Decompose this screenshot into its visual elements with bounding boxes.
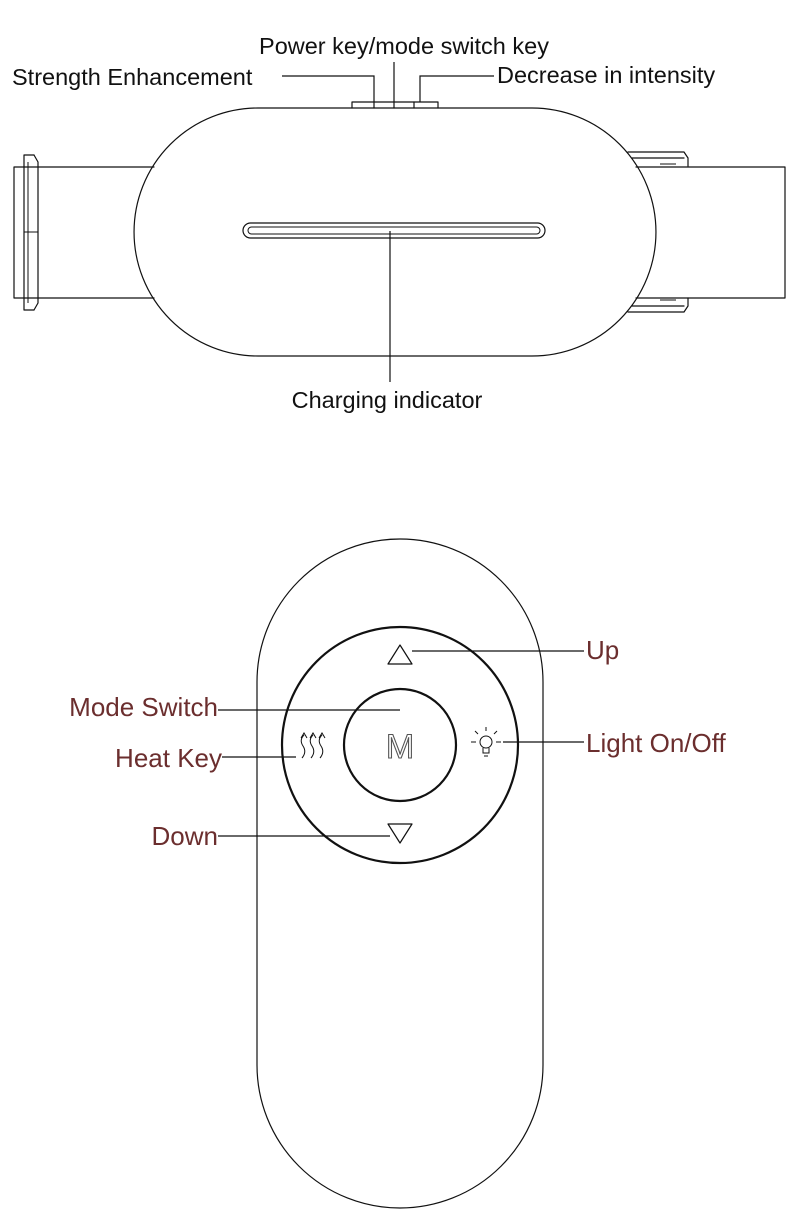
remote-leader-lines <box>218 650 584 837</box>
control-ring <box>280 625 520 865</box>
down-triangle-icon[interactable] <box>387 823 413 844</box>
remote-body <box>256 538 544 1209</box>
left-strap <box>13 154 155 311</box>
heat-waves-icon[interactable] <box>300 732 326 759</box>
device-body <box>133 107 657 357</box>
decrease-intensity-label: Decrease in intensity <box>497 62 715 88</box>
mode-button-letter: M <box>386 728 414 766</box>
down-label: Down <box>152 821 218 851</box>
mode-switch-button[interactable] <box>342 687 458 803</box>
heat-key-label: Heat Key <box>115 743 222 773</box>
top-buttons <box>351 101 439 109</box>
up-triangle-icon[interactable] <box>387 644 413 665</box>
belt-device <box>13 101 786 357</box>
strength-enhancement-label: Strength Enhancement <box>12 64 253 90</box>
charging-indicator-label: Charging indicator <box>292 387 483 413</box>
light-bulb-icon[interactable] <box>471 727 501 757</box>
remote-control: M <box>256 538 544 1209</box>
device-leader-lines <box>282 62 494 382</box>
power-mode-key-label: Power key/mode switch key <box>259 33 549 59</box>
charging-indicator <box>242 222 546 239</box>
mode-switch-label: Mode Switch <box>69 692 218 722</box>
up-label: Up <box>586 635 619 665</box>
light-on-off-label: Light On/Off <box>586 728 726 758</box>
right-strap <box>627 151 786 313</box>
